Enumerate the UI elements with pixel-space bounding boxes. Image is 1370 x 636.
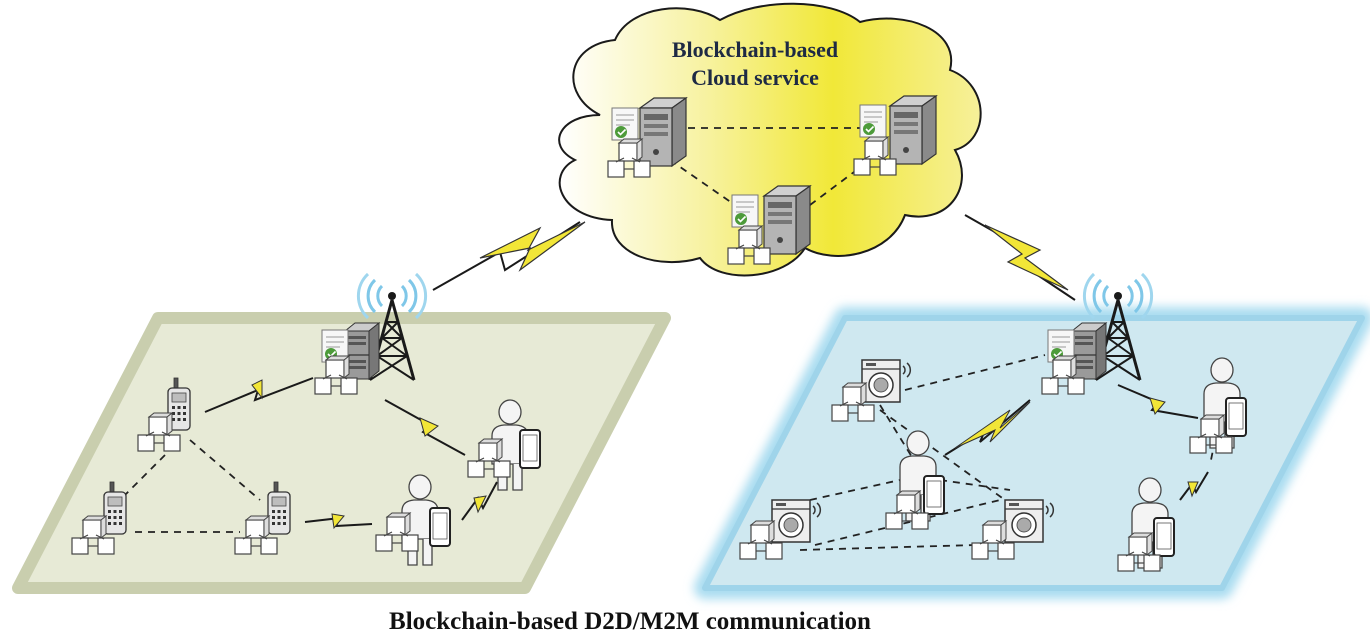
server-icon — [763, 185, 811, 255]
mobile-phone-icon — [1153, 517, 1175, 557]
cloud-title-line-1: Blockchain-based — [671, 37, 839, 62]
mobile-phone-icon — [429, 507, 451, 547]
cloud-server-2 — [853, 95, 937, 176]
cloud-uplink-right — [964, 214, 1076, 301]
right-wireless-links — [944, 384, 1209, 501]
server-icon — [889, 95, 937, 165]
cloud-title-line-2: Cloud service — [691, 65, 819, 90]
base-station-server-icon — [344, 322, 380, 380]
cloud-service — [558, 2, 982, 277]
mobile-phone-icon — [923, 475, 945, 515]
server-icon — [639, 97, 687, 167]
cloud-server-3 — [727, 185, 811, 265]
left-mesh-links — [119, 439, 261, 533]
ledger-icon — [611, 107, 639, 141]
cloud-service-title: Blockchain-based Cloud service — [590, 36, 920, 92]
ledger-icon — [731, 194, 759, 228]
cloud-links — [669, 127, 871, 206]
ledger-icon — [859, 104, 887, 138]
diagram-caption: Blockchain-based D2D/M2M communication — [389, 608, 871, 635]
mobile-phone-icon — [1225, 397, 1247, 437]
left-network-plane — [12, 312, 671, 594]
left-wireless-links — [204, 377, 498, 530]
cloud-uplink-left — [432, 221, 586, 291]
base-station-server-icon — [1071, 322, 1107, 380]
mobile-phone-icon — [519, 429, 541, 469]
